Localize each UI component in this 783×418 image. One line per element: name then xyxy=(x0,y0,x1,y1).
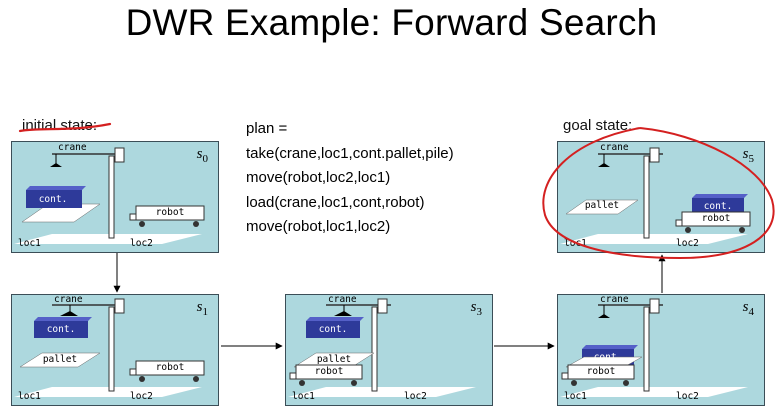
crane-cab xyxy=(649,298,660,314)
crane-hook xyxy=(598,314,610,318)
loc2-label: loc2 xyxy=(676,391,699,402)
crane-hook xyxy=(598,163,610,167)
container-label: cont. xyxy=(703,201,733,212)
floor-line xyxy=(560,234,748,244)
state-name: s0 xyxy=(196,146,208,165)
robot-body xyxy=(681,211,751,227)
state-name: s3 xyxy=(470,299,482,318)
state-name: s1 xyxy=(196,299,208,318)
s0-drawing xyxy=(14,147,205,244)
container-label: cont. xyxy=(318,324,348,335)
plan-header: plan = xyxy=(246,120,288,137)
state-name: s5 xyxy=(742,146,754,165)
crane-cab xyxy=(649,147,660,163)
container-box xyxy=(34,321,88,338)
crane-mast xyxy=(371,306,378,392)
robot-body xyxy=(567,364,635,380)
crane-mast xyxy=(108,306,115,392)
slide-title: DWR Example: Forward Search xyxy=(125,2,658,43)
robot-body xyxy=(135,360,205,376)
crane-mast xyxy=(643,155,650,239)
initial-underline-annotation xyxy=(18,122,112,133)
loc2-label: loc2 xyxy=(676,238,699,249)
loc2-label: loc2 xyxy=(130,238,153,249)
crane-mast xyxy=(108,155,115,239)
pallet-label: pallet xyxy=(42,354,78,365)
state-s4: crane cont. robot loc1 loc2 s4 xyxy=(557,294,765,406)
plan-step-4: move(robot,loc1,loc2) xyxy=(246,218,391,235)
crane-label: crane xyxy=(600,142,629,153)
crane-cab xyxy=(114,147,125,163)
s1-drawing xyxy=(14,298,205,397)
goal-circle-annotation xyxy=(542,127,775,260)
container-label: cont. xyxy=(46,324,76,335)
crane-cab xyxy=(114,298,125,314)
robot-label: robot xyxy=(586,366,616,377)
container-box xyxy=(692,198,744,214)
crane-label: crane xyxy=(328,294,357,305)
s4-drawing xyxy=(560,298,748,397)
crane-hook xyxy=(334,311,352,316)
state-name: s4 xyxy=(742,299,754,318)
container-box xyxy=(26,190,82,208)
loc1-label: loc1 xyxy=(18,238,41,249)
s5-drawing xyxy=(560,147,751,244)
state-s0: crane cont. robot loc1 loc2 s0 xyxy=(11,141,219,253)
goal-state-label: goal state: xyxy=(563,117,633,134)
container-box xyxy=(306,321,360,338)
state-s5: crane pallet cont. robot loc1 loc2 s5 xyxy=(557,141,765,253)
pallet-label: pallet xyxy=(316,354,352,365)
pallet xyxy=(19,352,101,368)
crane-label: crane xyxy=(600,294,629,305)
floor-line xyxy=(288,387,476,397)
floor-line xyxy=(14,387,202,397)
pallet xyxy=(565,199,639,215)
crane-label: crane xyxy=(58,142,87,153)
container-label: cont. xyxy=(38,194,68,205)
plan-step-2: move(robot,loc2,loc1) xyxy=(246,169,391,186)
crane-label: crane xyxy=(54,294,83,305)
crane-mast xyxy=(643,306,650,392)
crane-hook xyxy=(50,163,62,167)
loc1-label: loc1 xyxy=(18,391,41,402)
robot-label: robot xyxy=(701,213,731,224)
state-s3: crane cont. pallet robot loc1 loc2 s3 xyxy=(285,294,493,406)
floor-line xyxy=(560,387,748,397)
robot-body xyxy=(295,364,363,380)
container-label: cont. xyxy=(593,352,623,363)
robot-label: robot xyxy=(314,366,344,377)
loc1-label: loc1 xyxy=(292,391,315,402)
pallet-label: pallet xyxy=(584,200,620,211)
s3-drawing xyxy=(288,298,476,397)
loc2-label: loc2 xyxy=(130,391,153,402)
loc1-label: loc1 xyxy=(564,391,587,402)
plan-step-1: take(crane,loc1,cont.pallet,pile) xyxy=(246,144,454,162)
robot-label: robot xyxy=(155,207,185,218)
floor-line xyxy=(14,234,202,244)
crane-hook xyxy=(60,311,78,316)
plan-text: plan = take(crane,loc1,cont.pallet,pile)… xyxy=(246,117,454,240)
loc2-label: loc2 xyxy=(404,391,427,402)
robot-label: robot xyxy=(155,362,185,373)
crane-cab xyxy=(377,298,388,314)
plan-step-3: load(crane,loc1,cont,robot) xyxy=(246,193,425,211)
pile-area xyxy=(21,203,101,223)
robot-body xyxy=(135,205,205,221)
state-s1: crane cont. pallet robot loc1 loc2 s1 xyxy=(11,294,219,406)
